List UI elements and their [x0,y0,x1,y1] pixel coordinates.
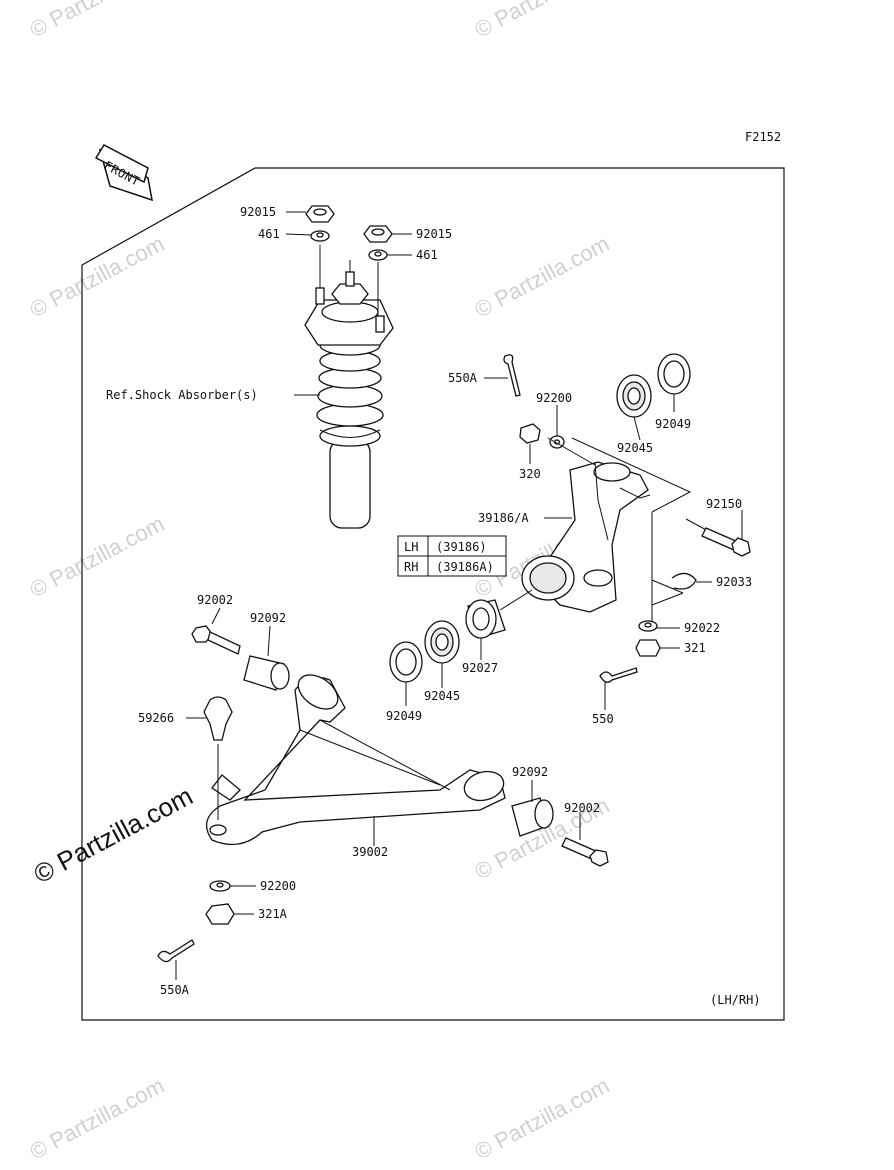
ball-joint-59266 [203,696,233,820]
watermark-large: © Partzilla.com [29,781,198,890]
callout-92002-left: 92002 [197,593,233,607]
watermark-4: © Partzilla.com [471,231,614,323]
callout-320: 320 [519,467,541,481]
table-part-rh: (39186A) [436,560,494,574]
a-arm [205,674,506,846]
callout-92002-right: 92002 [564,801,600,815]
shock-absorber [304,245,394,529]
callout-321: 321 [684,641,706,655]
callout-92049-top: 92049 [655,417,691,431]
bolt-92002-left [191,625,241,655]
nut-92015-left [305,205,335,223]
footer-note: (LH/RH) [710,993,761,1007]
callout-92015-right: 92015 [416,227,452,241]
watermark-3: © Partzilla.com [26,231,169,323]
nut-321 [635,639,661,657]
watermark-9: © Partzilla.com [471,1073,614,1165]
seal-92049-top [657,353,691,395]
watermark-5: © Partzilla.com [26,511,169,603]
callout-92092-right: 92092 [512,765,548,779]
callout-321a: 321A [258,907,288,921]
callout-59266: 59266 [138,711,174,725]
callout-461-right: 461 [416,248,438,262]
callout-550a-top: 550A [448,371,478,385]
seal-92049-bottom [389,641,423,683]
leader-lines [175,211,743,980]
bearing-92045-top [616,374,652,418]
table-side-lh: LH [404,540,418,554]
bolt-92002-right [561,837,609,867]
shock-ref-label: Ref.Shock Absorber(s) [106,388,258,402]
callout-92022: 92022 [684,621,720,635]
cotter-pin-550a-top [503,354,521,397]
callout-39002: 39002 [352,845,388,859]
callout-550: 550 [592,712,614,726]
callout-92049-bottom: 92049 [386,709,422,723]
lhrh-table: LH (39186) RH (39186A) [397,535,507,577]
callout-550a-bottom: 550A [160,983,190,997]
figure-code: F2152 [745,130,781,144]
table-side-rh: RH [404,560,418,574]
watermark-2: © Partzilla.com [471,0,614,42]
bushing-92092-left [243,655,290,691]
callout-92015-left: 92015 [240,205,276,219]
callout-92150: 92150 [706,497,742,511]
callout-461-left: 461 [258,227,280,241]
circlip-92033 [671,572,697,590]
front-arrow-icon: FRONT [94,144,153,202]
nut-321a [205,903,235,925]
callout-92200-bottom: 92200 [260,879,296,893]
callout-39186: 39186/A [478,511,529,525]
callout-92200-top: 92200 [536,391,572,405]
bushing-92092-right [511,797,554,837]
callout-92045-bottom: 92045 [424,689,460,703]
diagram-frame [81,167,785,1021]
spacer-92027 [465,599,506,639]
nut-92015-right [363,225,393,243]
callout-92045-top: 92045 [617,441,653,455]
bolt-92150 [685,518,751,557]
table-part-lh: (39186) [436,540,487,554]
watermark-8: © Partzilla.com [26,1073,169,1165]
washer-461-right [368,249,388,261]
watermark-1: © Partzilla.com [26,0,169,42]
steering-knuckle [521,461,651,613]
callout-92092-left: 92092 [250,611,286,625]
cotter-pin-550 [599,667,638,683]
callout-92027: 92027 [462,661,498,675]
nut-320 [519,423,541,444]
bearing-92045-bottom [424,620,460,664]
callout-labels: 92015 461 92015 461 Ref.Shock Absorber(s… [106,205,752,997]
cotter-pin-550a-bottom [157,939,195,963]
washer-461-left [310,230,330,242]
callout-92033: 92033 [716,575,752,589]
